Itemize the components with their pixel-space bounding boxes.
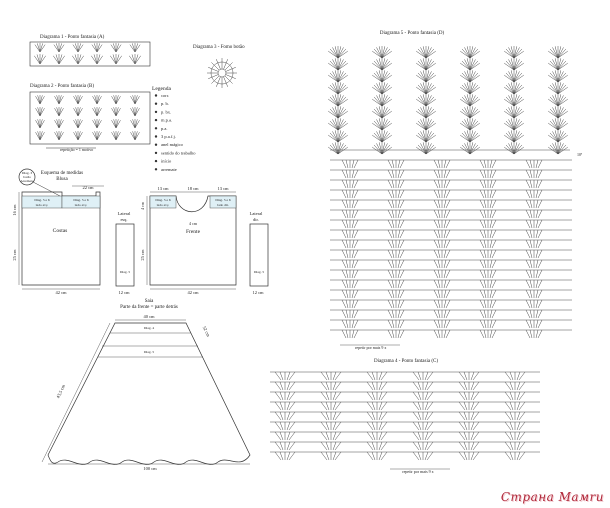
skirt-outline bbox=[47, 322, 251, 465]
right-side-label: Lateral bbox=[250, 211, 263, 216]
skirt-slant-measure: 52 cm bbox=[202, 325, 211, 338]
back-diag-label-2: Diag. 5 e 6 bbox=[73, 198, 89, 202]
skirt-subtitle: Parte da frente = parte detrás bbox=[120, 305, 178, 310]
badge-line-3: Arremate bbox=[20, 179, 34, 183]
front-top-left: 13 cm bbox=[157, 186, 169, 191]
back-diag-label: Diag. 5 e 6 bbox=[34, 198, 50, 202]
front-height-measure: 25 cm bbox=[140, 249, 145, 261]
front-band-left: lado avç. bbox=[157, 203, 170, 207]
right-side-panel: Lateral dir. Diag. 5 12 cm bbox=[250, 211, 269, 295]
back-top-measure: 22 cm bbox=[82, 185, 94, 190]
skirt-band-2: Diag. 5 bbox=[144, 350, 155, 354]
badge-line-1: Diag. 3 bbox=[22, 171, 33, 175]
badge-line-2: botão bbox=[23, 175, 31, 179]
diagram-1-frame bbox=[29, 41, 151, 67]
front-top-mid: 18 cm bbox=[187, 186, 199, 191]
diagram-5-repeat: repetir por mais 9 x bbox=[355, 345, 386, 350]
legend-items: corr. p. b. p. bx. m.p.a. p.a. 3 p.a.f.j. anel… bbox=[154, 93, 196, 172]
diagram-5-title: Diagrama 5 - Ponto fantasia (D) bbox=[380, 31, 445, 36]
skirt-band-1: Diag. 4 bbox=[144, 326, 155, 330]
button-motif bbox=[207, 58, 237, 88]
skirt-top-measure: 40 cm bbox=[143, 314, 155, 319]
back-height-measure: 25 cm bbox=[12, 249, 17, 261]
diagram-5: Diagrama 5 - Ponto fantasia (D) 10ª repe… bbox=[328, 31, 583, 350]
legend-item-8: início bbox=[161, 159, 172, 164]
front-band-right: lado dir. bbox=[217, 203, 229, 207]
front-neck-measure: 4 cm bbox=[140, 201, 145, 210]
badge-pointer bbox=[32, 181, 61, 197]
left-side-diag: Diag. 5 bbox=[120, 270, 131, 274]
legend: Legenda corr. p. b. p. bx. m.p.a. p.a. 3 p.a.… bbox=[152, 86, 196, 172]
diagram-2-frame bbox=[29, 91, 151, 145]
skirt-title: Saia bbox=[145, 299, 154, 304]
back-label: Costas bbox=[53, 228, 68, 234]
diagram-4-repeat: repetir por mais 9 x bbox=[402, 469, 433, 474]
back-bottom-measure: 42 cm bbox=[55, 290, 67, 295]
legend-item-7: sentido do trabalho bbox=[161, 150, 196, 155]
legend-item-5: 3 p.a.f.j. bbox=[161, 134, 176, 139]
diagram-4-title: Diagrama 4 - Ponto fantasia (C) bbox=[374, 359, 438, 364]
diagram-5-fans bbox=[328, 46, 570, 155]
left-side-sub: esq. bbox=[120, 217, 127, 222]
diagram-1: Diagrama 1 - Ponto fantasia (A) bbox=[29, 35, 151, 67]
front-top-right: 13 cm bbox=[217, 186, 229, 191]
diagram-4: Diagrama 4 - Ponto fantasia (C) repetir … bbox=[270, 359, 540, 474]
diagram-3-title: Diagrama 3 - Fomo botão bbox=[193, 45, 245, 50]
front-inner-measure: 4 cm bbox=[189, 221, 198, 226]
diagram-5-row-10: 10ª bbox=[577, 152, 583, 157]
back-side-measure: 16 cm bbox=[12, 204, 17, 216]
diag3-badge bbox=[18, 168, 36, 186]
skirt-schema: Saia Parte da frente = parte detrás 40 c… bbox=[41, 299, 251, 471]
left-side-label: Lateral bbox=[118, 211, 131, 216]
blouse-schema: Diag. 3 botão Arremate Esquema de medida… bbox=[12, 168, 269, 295]
skirt-height-measure: 43,5 cm bbox=[55, 383, 67, 399]
diagram-1-motifs bbox=[34, 43, 141, 65]
legend-item-3: m.p.a. bbox=[161, 118, 172, 123]
back-band-label: lado avç. bbox=[36, 203, 49, 207]
left-side-width: 12 cm bbox=[118, 290, 130, 295]
front-panel: Diag. 5 e 6 lado avç. Diag. 5 e 6 lado d… bbox=[140, 186, 237, 295]
back-panel: Diag. 5 e 6 lado avç. Diag. 5 e 6 lado a… bbox=[12, 185, 104, 295]
back-band-label-2: lado avç. bbox=[75, 203, 88, 207]
legend-item-0: corr. bbox=[161, 93, 169, 98]
right-side-width: 12 cm bbox=[252, 290, 264, 295]
legend-title: Legenda bbox=[152, 86, 171, 92]
watermark-text: Страна Мам bbox=[500, 490, 590, 504]
diagram-3: Diagrama 3 - Fomo botão bbox=[193, 45, 245, 88]
site-watermark: Страна Мамru bbox=[501, 486, 604, 506]
legend-item-1: p. b. bbox=[161, 101, 169, 106]
diagram-2: Diagrama 2 - Ponto fantasia (B) repetiçã… bbox=[29, 84, 151, 152]
legend-item-9: arremate bbox=[161, 167, 177, 172]
legend-item-2: p. bx. bbox=[161, 109, 171, 114]
diagram-2-motifs bbox=[35, 95, 140, 141]
diagram-1-title: Diagrama 1 - Ponto fantasia (A) bbox=[40, 35, 105, 40]
right-side-diag: Diag. 5 bbox=[254, 270, 265, 274]
skirt-bottom-measure: 100 cm bbox=[143, 466, 157, 471]
blouse-subtitle: Blusa bbox=[56, 177, 68, 182]
left-side-panel: Lateral esq. Diag. 5 12 cm bbox=[115, 211, 135, 295]
blouse-title: Esquema de medidas bbox=[41, 171, 83, 176]
front-diag-left: Diag. 5 e 6 bbox=[155, 198, 171, 202]
diagram-2-title: Diagrama 2 - Ponto fantasia (B) bbox=[30, 84, 94, 89]
front-label: Frente bbox=[186, 229, 201, 235]
legend-item-4: p.a. bbox=[161, 126, 168, 131]
right-side-sub: dir. bbox=[253, 217, 259, 222]
front-bottom-measure: 42 cm bbox=[187, 290, 199, 295]
front-diag-right: Diag. 5 e 6 bbox=[215, 198, 231, 202]
diagram-5-columns bbox=[330, 159, 572, 339]
watermark-suffix: ru bbox=[589, 490, 604, 504]
diagram-4-rows bbox=[270, 371, 540, 461]
legend-item-6: anel mágico bbox=[161, 142, 184, 147]
diagram-2-repeat: repetição = 1 motivo bbox=[60, 147, 93, 152]
